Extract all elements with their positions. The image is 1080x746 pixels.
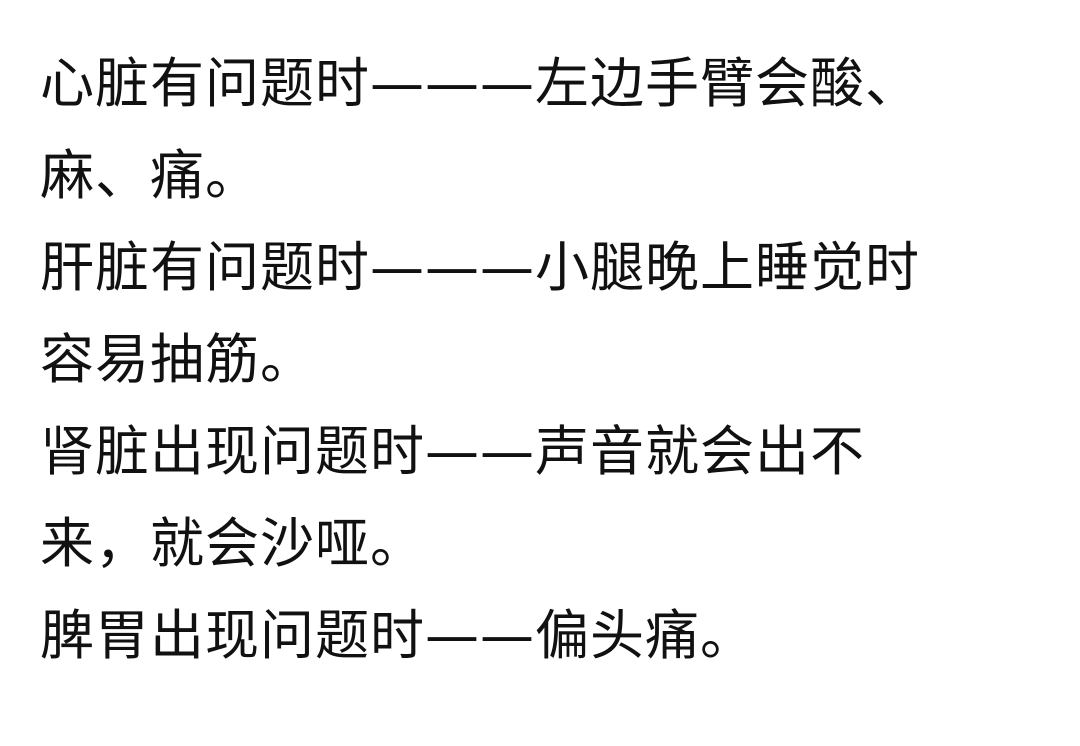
text-line-spleen-stomach: 脾胃出现问题时——偏头痛。 (40, 604, 755, 667)
text-line-kidney: 肾脏出现问题时——声音就会出不 (40, 420, 865, 483)
text-line-liver: 肝脏有问题时———小腿晚上睡觉时 (40, 236, 920, 299)
text-line-kidney-cont: 来，就会沙哑。 (40, 512, 425, 575)
text-line-heart-cont: 麻、痛。 (40, 144, 260, 207)
text-line-liver-cont: 容易抽筋。 (40, 328, 315, 391)
text-line-heart: 心脏有问题时———左边手臂会酸、 (40, 52, 920, 115)
